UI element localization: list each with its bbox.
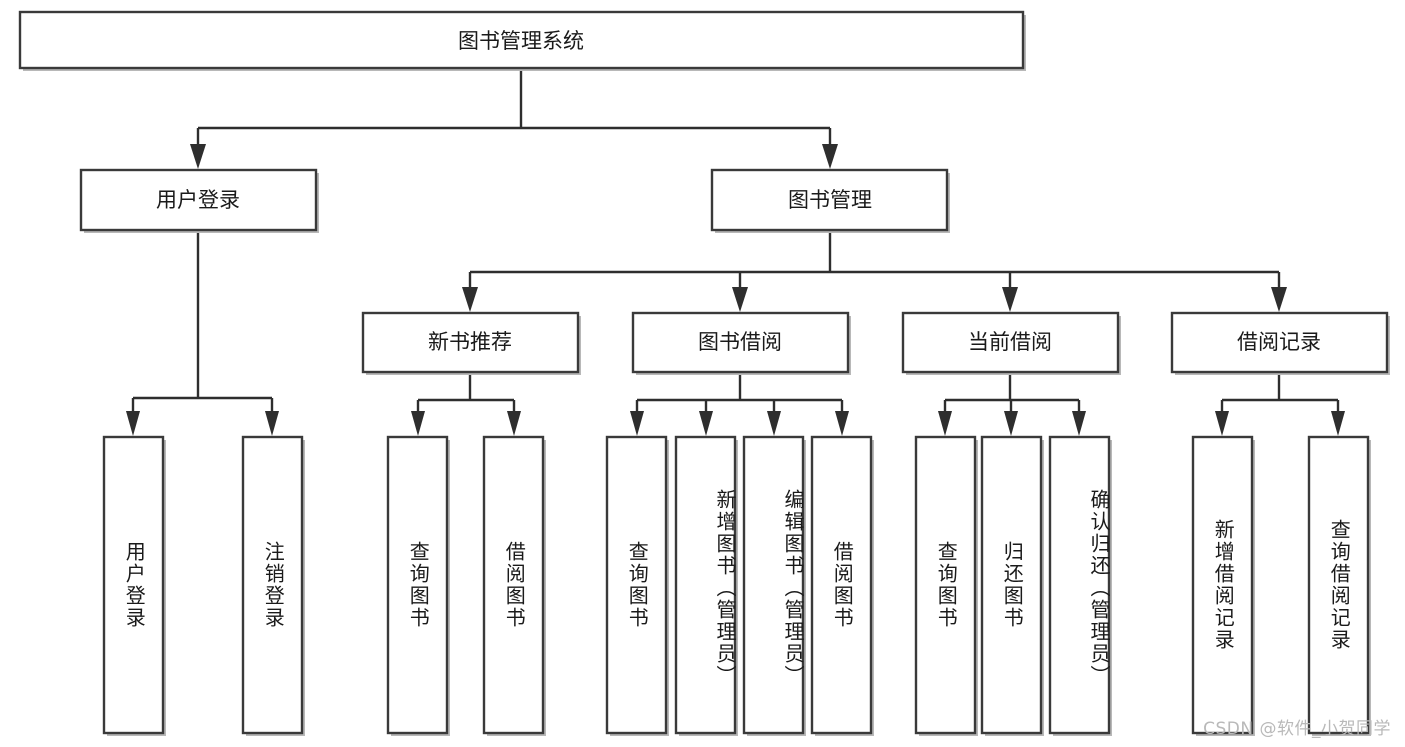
arrow-head-leaf-logout (265, 411, 279, 436)
node-book-borrow[interactable]: 图书借阅 (631, 311, 851, 375)
leaf-edit-book-label: 编辑图书（管理员） (781, 489, 805, 687)
leaf-query-record-box[interactable] (1307, 435, 1370, 735)
node-root-label: 图书管理系统 (458, 29, 584, 53)
arrow-head-book-manage (822, 144, 838, 169)
node-borrow-record[interactable]: 借阅记录 (1170, 311, 1390, 375)
arrow-head-leaf-confirm-return (1072, 411, 1086, 436)
node-book-borrow-box[interactable] (631, 311, 850, 374)
leaf-query-book-2-box[interactable] (605, 435, 668, 735)
leaf-query-book-3-box[interactable] (914, 435, 977, 735)
node-book-manage-box[interactable] (710, 168, 949, 232)
arrow-head-borrow-record (1271, 287, 1287, 312)
node-root[interactable]: 图书管理系统 (18, 10, 1026, 71)
leaf-user-login-label: 用户登录 (122, 541, 147, 629)
node-current-borrow-box[interactable] (901, 311, 1120, 374)
arrow-head-leaf-query-book-3 (938, 411, 952, 436)
leaf-edit-book-box[interactable] (742, 435, 805, 735)
leaf-add-book-label: 新增图书（管理员） (713, 489, 737, 687)
arrow-head-leaf-add-book (699, 411, 713, 436)
leaf-borrow-book-1-box[interactable] (482, 435, 545, 735)
arrow-head-leaf-query-record (1331, 411, 1345, 436)
arrow-head-user-login (190, 144, 206, 169)
arrow-head-leaf-add-record (1215, 411, 1229, 436)
connector-group-book-manage (462, 232, 1287, 312)
node-borrow-record-label: 借阅记录 (1237, 330, 1321, 354)
connector-group-book-borrow (630, 375, 849, 436)
connector-group-new-book-recommend (411, 375, 521, 436)
leaf-borrow-book-1-label: 借阅图书 (502, 541, 527, 629)
arrow-head-leaf-edit-book (767, 411, 781, 436)
leaf-borrow-book-2-label: 借阅图书 (830, 541, 855, 629)
arrow-head-leaf-query-book-2 (630, 411, 644, 436)
leaf-add-record-box[interactable] (1191, 435, 1254, 735)
arrow-head-new-book-recommend (462, 287, 478, 312)
leaf-query-book-1-box[interactable] (386, 435, 449, 735)
node-current-borrow[interactable]: 当前借阅 (901, 311, 1121, 375)
leaf-user-login-box[interactable] (102, 435, 165, 735)
leaf-query-record-label: 查询借阅记录 (1327, 519, 1352, 651)
csdn-watermark: CSDN @软件_小贺同学 (1203, 719, 1391, 739)
leaf-return-book-box[interactable] (980, 435, 1043, 735)
node-book-manage-label: 图书管理 (788, 188, 872, 212)
leaf-logout-label: 注销登录 (261, 541, 286, 629)
node-borrow-record-box[interactable] (1170, 311, 1389, 374)
node-user-login[interactable]: 用户登录 (79, 168, 319, 233)
node-user-login-label: 用户登录 (156, 188, 240, 212)
node-new-book-recommend-label: 新书推荐 (428, 330, 512, 354)
leaf-confirm-return-label: 确认归还（管理员） (1087, 489, 1111, 687)
connector-group-current-borrow (938, 375, 1086, 436)
leaf-borrow-book-2-box[interactable] (810, 435, 873, 735)
leaf-boxes (102, 435, 1371, 736)
leaf-add-record-label: 新增借阅记录 (1211, 519, 1236, 651)
node-new-book-recommend[interactable]: 新书推荐 (361, 311, 581, 375)
leaf-query-book-3-label: 查询图书 (934, 541, 959, 629)
node-book-manage[interactable]: 图书管理 (710, 168, 950, 233)
arrow-head-leaf-user-login (126, 411, 140, 436)
connector-group-root (190, 68, 838, 169)
node-new-book-recommend-box[interactable] (361, 311, 580, 374)
node-user-login-box[interactable] (79, 168, 318, 232)
arrow-head-leaf-query-book-1 (411, 411, 425, 436)
leaf-return-book-label: 归还图书 (1000, 541, 1025, 629)
arrow-head-leaf-borrow-book-1 (507, 411, 521, 436)
arrow-head-leaf-borrow-book-2 (835, 411, 849, 436)
connector-group-borrow-record (1215, 375, 1345, 436)
node-book-borrow-label: 图书借阅 (698, 330, 782, 354)
leaf-logout-box[interactable] (241, 435, 304, 735)
node-root-box[interactable] (18, 10, 1025, 70)
leaf-add-book-box[interactable] (674, 435, 737, 735)
arrow-head-leaf-return-book (1004, 411, 1018, 436)
arrow-head-book-borrow (732, 287, 748, 312)
leaf-query-book-1-label: 查询图书 (406, 541, 431, 629)
leaf-confirm-return-box[interactable] (1048, 435, 1111, 735)
arrow-head-current-borrow (1002, 287, 1018, 312)
node-current-borrow-label: 当前借阅 (968, 330, 1052, 354)
connector-group-user-login (126, 232, 279, 436)
leaf-query-book-2-label: 查询图书 (625, 541, 650, 629)
